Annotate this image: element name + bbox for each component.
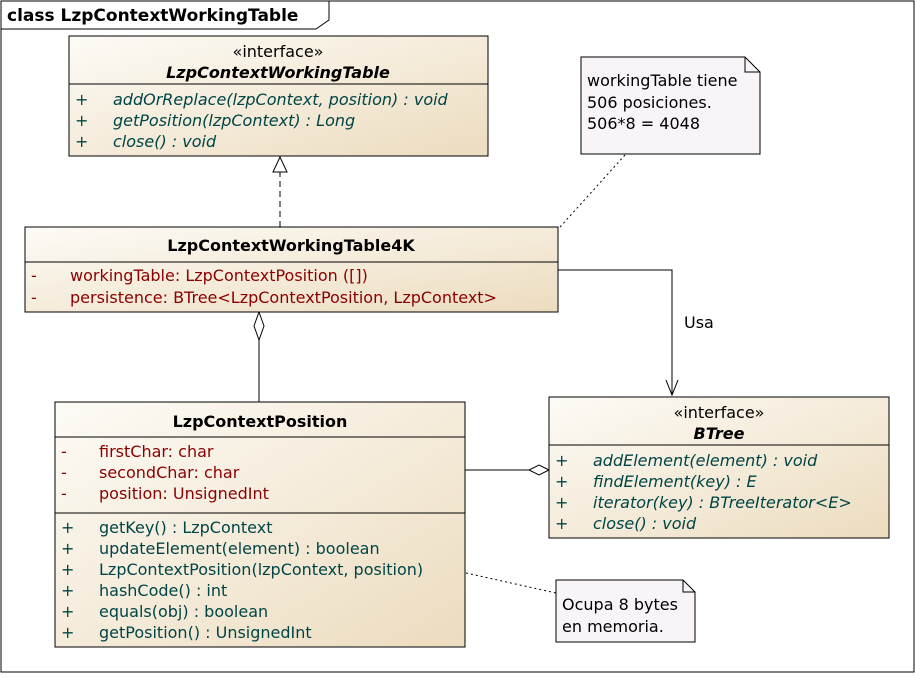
op-visibility: + — [555, 472, 568, 491]
note-line: 506*8 = 4048 — [587, 114, 700, 133]
note-line: Ocupa 8 bytes — [562, 595, 678, 614]
attr-visibility: - — [31, 266, 37, 285]
note-anchor-table — [559, 154, 626, 228]
operation-iterator: iterator(key) : BTreeIterator<E> — [593, 493, 852, 512]
op-visibility: + — [61, 623, 74, 642]
aggregation-diamond-btree — [527, 464, 551, 476]
attr-visibility: - — [61, 463, 67, 482]
class-name: LzpContextWorkingTable4K — [167, 236, 415, 255]
op-visibility: + — [555, 451, 568, 470]
class-box-lzp-context-position[interactable]: LzpContextPosition - firstChar: char - s… — [54, 401, 466, 648]
operation-update-element: updateElement(element) : boolean — [99, 539, 380, 558]
operation-close: close() : void — [593, 514, 697, 533]
attribute-first-char: firstChar: char — [99, 442, 214, 461]
operation-find-element: findElement(key) : E — [593, 472, 758, 491]
uses-label: Usa — [684, 313, 714, 332]
attr-visibility: - — [61, 484, 67, 503]
op-visibility: + — [61, 560, 74, 579]
uses-line — [558, 269, 673, 395]
attribute-persistence: persistence: BTree<LzpContextPosition, L… — [70, 288, 497, 307]
operation-list: + addOrReplace(lzpContext, position) : v… — [75, 90, 449, 151]
note-position-size: Ocupa 8 bytes en memoria. — [555, 579, 696, 643]
class-box-btree[interactable]: «interface» BTree + addElement(element) … — [548, 396, 890, 539]
class-box-lzp-context-working-table[interactable]: «interface» LzpContextWorkingTable + add… — [68, 35, 489, 157]
relations — [253, 154, 679, 594]
attribute-working-table: workingTable: LzpContextPosition ([]) — [70, 266, 368, 285]
attr-visibility: - — [61, 442, 67, 461]
note-anchor-position — [465, 572, 557, 594]
class-box-lzp-context-working-table-4k[interactable]: LzpContextWorkingTable4K - workingTable:… — [24, 226, 559, 313]
note-line: workingTable tiene — [587, 71, 737, 90]
attribute-list: - firstChar: char - secondChar: char - p… — [61, 442, 269, 503]
operation-constructor: LzpContextPosition(lzpContext, position) — [99, 560, 423, 579]
op-visibility: + — [61, 518, 74, 537]
class-name: LzpContextWorkingTable — [166, 63, 390, 82]
operation-equals: equals(obj) : boolean — [99, 602, 268, 621]
op-visibility: + — [555, 514, 568, 533]
op-visibility: + — [75, 111, 88, 130]
operation-get-position: getPosition(lzpContext) : Long — [113, 111, 355, 130]
operation-close: close() : void — [113, 132, 217, 151]
op-visibility: + — [61, 539, 74, 558]
op-visibility: + — [61, 602, 74, 621]
aggregation-diamond-table4k — [253, 310, 265, 342]
attr-visibility: - — [31, 288, 37, 307]
attribute-list: - workingTable: LzpContextPosition ([]) … — [31, 266, 497, 307]
uses-arrowhead — [665, 379, 679, 397]
operation-get-position: getPosition() : UnsignedInt — [99, 623, 312, 642]
operation-list: + addElement(element) : void + findEleme… — [555, 451, 852, 533]
op-visibility: + — [75, 132, 88, 151]
op-visibility: + — [61, 581, 74, 600]
operation-add-or-replace: addOrReplace(lzpContext, position) : voi… — [113, 90, 449, 109]
note-working-table: workingTable tiene 506 posiciones. 506*8… — [580, 56, 761, 155]
operation-hash-code: hashCode() : int — [99, 581, 227, 600]
frame-title: class LzpContextWorkingTable — [7, 6, 298, 26]
operation-list: + getKey() : LzpContext + updateElement(… — [61, 518, 423, 642]
realization-arrowhead — [272, 155, 288, 173]
stereotype-label: «interface» — [233, 42, 324, 61]
attribute-second-char: secondChar: char — [99, 463, 240, 482]
stereotype-label: «interface» — [674, 403, 765, 422]
op-visibility: + — [75, 90, 88, 109]
attribute-position: position: UnsignedInt — [99, 484, 269, 503]
note-line: en memoria. — [562, 617, 664, 636]
note-line: 506 posiciones. — [587, 93, 712, 112]
class-name: LzpContextPosition — [173, 412, 348, 431]
operation-add-element: addElement(element) : void — [593, 451, 818, 470]
class-name: BTree — [694, 424, 745, 443]
operation-get-key: getKey() : LzpContext — [99, 518, 272, 537]
op-visibility: + — [555, 493, 568, 512]
